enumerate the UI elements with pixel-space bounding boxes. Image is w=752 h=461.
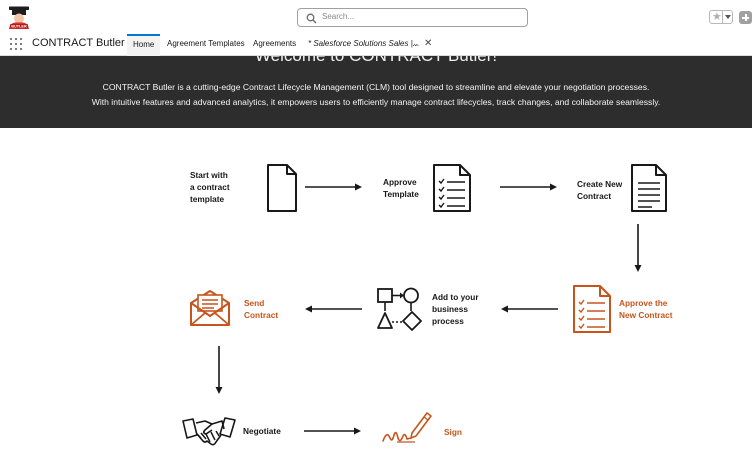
welcome-banner: Welcome to CONTRACT Butler! CONTRACT But… xyxy=(0,56,752,128)
svg-text:BUTLER: BUTLER xyxy=(11,25,27,29)
tab-salesforce-solutions-sales[interactable]: * Salesforce Solutions Sales |... xyxy=(302,34,425,56)
app-launcher-icon[interactable] xyxy=(10,38,22,50)
tab-salesforce-solutions-label: * Salesforce Solutions Sales |... xyxy=(308,39,420,48)
star-icon: ★ xyxy=(712,11,722,23)
step-label-line: a contract xyxy=(190,182,230,192)
welcome-description-line-2: With intuitive features and advanced ana… xyxy=(91,97,661,107)
tab-menu-chevron-icon[interactable]: ⌄ xyxy=(412,38,420,48)
step-send-contract-label: Send Contract xyxy=(244,297,278,321)
step-label-line: Start with xyxy=(190,170,228,180)
checklist-document-icon xyxy=(573,285,611,333)
step-label-line: process xyxy=(432,316,464,326)
step-approve-contract-label: Approve the New Contract xyxy=(619,297,672,321)
tab-agreements-label: Agreements xyxy=(253,39,297,48)
step-label-line: Template xyxy=(383,189,419,199)
welcome-description-line-1: CONTRACT Butler is a cutting-edge Contra… xyxy=(102,82,650,92)
tab-agreements[interactable]: Agreements xyxy=(247,34,302,56)
step-sign-label: Sign xyxy=(444,426,462,438)
app-name: CONTRACT Butler xyxy=(32,37,125,49)
step-label-line: Send xyxy=(244,298,265,308)
step-label-line: Approve the xyxy=(619,298,668,308)
arrow-right-icon xyxy=(305,183,362,191)
arrow-down-icon xyxy=(634,224,642,272)
favorites-dropdown-icon[interactable] xyxy=(722,11,732,23)
step-label-line: business xyxy=(432,304,468,314)
global-search-input[interactable]: Search... xyxy=(297,8,528,27)
tab-home[interactable]: Home xyxy=(127,34,161,56)
search-placeholder: Search... xyxy=(322,12,355,21)
step-label-line: Contract xyxy=(244,310,279,320)
step-business-process-label: Add to your business process xyxy=(432,291,479,327)
close-tab-icon[interactable]: ✕ xyxy=(424,38,433,49)
tab-agreement-templates[interactable]: Agreement Templates xyxy=(161,34,251,56)
step-negotiate-label: Negotiate xyxy=(243,425,281,437)
envelope-icon xyxy=(190,290,230,326)
arrow-right-icon xyxy=(304,427,361,435)
step-approve-template-label: Approve Template xyxy=(383,176,419,200)
arrow-right-icon xyxy=(500,183,557,191)
step-create-contract-label: Create New Contract xyxy=(577,178,622,202)
global-header: BUTLER Search... ★ xyxy=(0,0,752,34)
checklist-document-icon xyxy=(433,164,471,212)
step-label-line: template xyxy=(190,194,225,204)
step-label-line: Negotiate xyxy=(243,426,281,436)
tab-agreement-templates-label: Agreement Templates xyxy=(167,39,245,48)
signature-pen-icon xyxy=(382,412,432,443)
step-label-line: Create New xyxy=(577,179,623,189)
welcome-title: Welcome to CONTRACT Butler! xyxy=(0,56,752,66)
blank-document-icon xyxy=(267,164,297,212)
process-flow-icon xyxy=(377,287,422,331)
butler-logo[interactable]: BUTLER xyxy=(6,6,32,30)
arrow-left-icon xyxy=(501,305,558,313)
arrow-left-icon xyxy=(305,305,362,313)
step-label-line: New Contract xyxy=(619,310,673,320)
step-label-line: Approve xyxy=(383,177,417,187)
step-label-line: Sign xyxy=(444,427,462,437)
text-document-icon xyxy=(631,164,667,212)
arrow-down-icon xyxy=(215,346,223,394)
contract-workflow-diagram: Start with a contract template Approve T… xyxy=(0,128,752,461)
step-label-line: Add to your xyxy=(432,292,479,302)
favorites-button[interactable]: ★ xyxy=(709,10,733,24)
app-navigation-bar: CONTRACT Butler Home Agreement Templates… xyxy=(0,34,752,56)
handshake-icon xyxy=(182,417,236,446)
plus-icon[interactable] xyxy=(739,11,752,24)
step-start-template-label: Start with a contract template xyxy=(190,169,230,205)
step-label-line: Contract xyxy=(577,191,612,201)
tab-home-label: Home xyxy=(133,40,155,49)
search-icon xyxy=(306,13,317,24)
